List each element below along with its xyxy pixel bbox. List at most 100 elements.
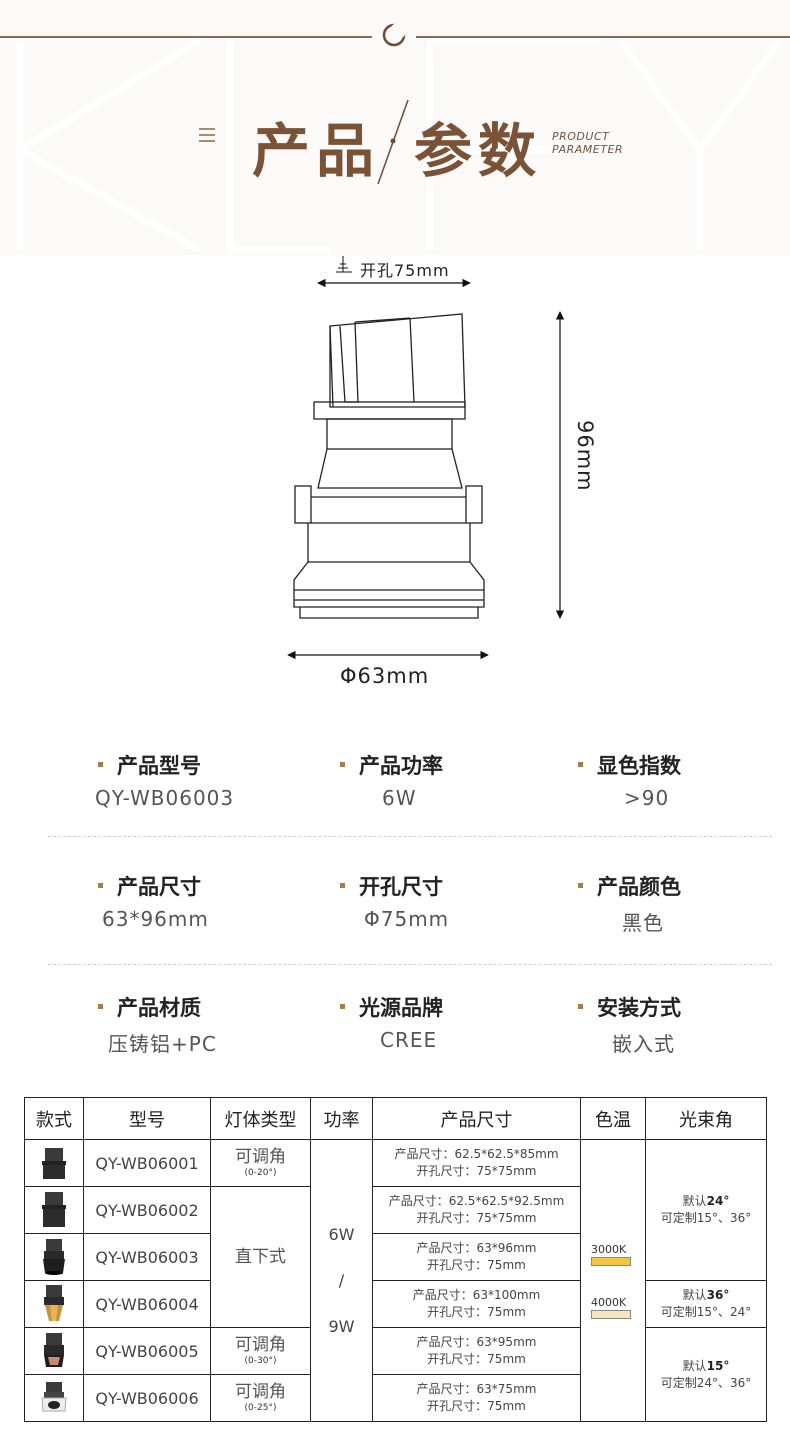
title-left: 产品 (252, 117, 381, 185)
round-rosegold-lamp-icon (44, 1333, 64, 1367)
size-cell: 产品尺寸：62.5*62.5*92.5mm 开孔尺寸：75*75mm (372, 1186, 581, 1234)
spec-value: CREE (380, 1028, 438, 1052)
round-white-lamp-icon (41, 1382, 67, 1412)
size-line1: 产品尺寸：63*95mm (416, 1335, 537, 1349)
header-rule-right (416, 36, 790, 38)
type-main: 直下式 (235, 1247, 286, 1267)
header-cct: 色温 (580, 1097, 646, 1140)
lamp-outline-drawing (293, 313, 485, 619)
table-row: QY-WB06005 可调角 (0-30°) 产品尺寸：63*95mm 开孔尺寸… (24, 1327, 767, 1422)
bullet-icon (98, 761, 103, 767)
size-line2: 开孔尺寸：75mm (427, 1352, 526, 1366)
title-menu-icon (199, 128, 215, 146)
table-row: QY-WB06004 产品尺寸：63*100mm 开孔尺寸：75mm 默认36°… (24, 1280, 767, 1328)
type-cell: 可调角 (0-20°) (210, 1139, 311, 1187)
bullet-icon (340, 1003, 345, 1009)
cct-label: 4000K (591, 1295, 627, 1309)
spec-row-3: 产品材质 压铸铝+PC 光源品牌 CREE 安装方式 嵌入式 (0, 992, 790, 1112)
spec-value: 黑色 (622, 911, 664, 935)
bullet-icon (98, 882, 103, 888)
size-line1: 产品尺寸：63*100mm (412, 1288, 541, 1302)
table-header-row: 款式 型号 灯体类型 功率 产品尺寸 色温 光束角 (24, 1097, 767, 1140)
spec-value: 63*96mm (102, 907, 209, 931)
header-beam: 光束角 (645, 1097, 767, 1140)
type-cell: 可调角 (0-30°) (210, 1327, 311, 1375)
style-cell (24, 1233, 84, 1281)
round-gold-lamp-icon (44, 1285, 64, 1321)
hole-saw-icon (336, 256, 352, 273)
cct-4000k: 4000K (591, 1296, 635, 1319)
spec-row-2: 产品尺寸 63*96mm 开孔尺寸 Φ75mm 产品颜色 黑色 (0, 871, 790, 991)
type-main: 可调角 (235, 1147, 286, 1167)
size-line2: 开孔尺寸：75mm (427, 1305, 526, 1319)
model-cell: QY-WB06005 (83, 1327, 211, 1375)
power-line1: 6W (328, 1224, 355, 1244)
spec-divider (48, 964, 772, 965)
cct-label: 3000K (591, 1242, 627, 1256)
model-cell: QY-WB06002 (83, 1186, 211, 1234)
size-line2: 开孔尺寸：75mm (427, 1258, 526, 1272)
table-row: QY-WB06001 可调角 (0-20°) 6W / 9W 产品尺寸：62.5… (24, 1139, 767, 1422)
diameter-dimension-label: Φ63mm (340, 664, 430, 688)
size-cell: 产品尺寸：63*95mm 开孔尺寸：75mm (372, 1327, 581, 1375)
header-banner: 产品 参数 PRODUCT PARAMETER (0, 0, 790, 255)
header-background-pattern (16, 36, 783, 254)
bullet-icon (98, 1003, 103, 1009)
cct-3000k: 3000K (591, 1243, 635, 1266)
header-style: 款式 (24, 1097, 84, 1140)
size-line1: 产品尺寸：63*96mm (416, 1241, 537, 1255)
header-size: 产品尺寸 (372, 1097, 581, 1140)
beam-default-prefix: 默认 (682, 1194, 707, 1208)
beam-cell: 默认24° 可定制15°、36° (645, 1139, 767, 1281)
spec-label: 光源品牌 (359, 996, 443, 1020)
table-row: QY-WB06003 产品尺寸：63*96mm 开孔尺寸：75mm (24, 1233, 767, 1281)
spec-label: 产品功率 (359, 754, 443, 778)
size-line2: 开孔尺寸：75*75mm (416, 1164, 537, 1178)
type-sub: (0-25°) (244, 1403, 277, 1413)
cct-cell: 3000K 4000K (580, 1139, 646, 1422)
style-cell (24, 1374, 84, 1422)
spec-label: 显色指数 (597, 754, 681, 778)
table-row: QY-WB06006 可调角 (0-25°) 产品尺寸：63*75mm 开孔尺寸… (24, 1374, 767, 1422)
header-power: 功率 (310, 1097, 373, 1140)
title-en-line1: PRODUCT (552, 130, 610, 143)
beam-cell: 默认15° 可定制24°、36° (645, 1327, 767, 1422)
size-cell: 产品尺寸：63*100mm 开孔尺寸：75mm (372, 1280, 581, 1328)
beam-default-value: 15° (706, 1358, 730, 1373)
crescent-moon-icon (382, 23, 406, 47)
height-dimension-label: 96mm (573, 420, 597, 492)
header-rule-left (0, 36, 372, 38)
header-model: 型号 (83, 1097, 211, 1140)
size-line1: 产品尺寸：63*75mm (416, 1382, 537, 1396)
title-en-line2: PARAMETER (552, 143, 624, 156)
spec-value: 嵌入式 (612, 1032, 675, 1056)
model-cell: QY-WB06004 (83, 1280, 211, 1328)
beam-default-value: 24° (706, 1194, 730, 1208)
size-cell: 产品尺寸：62.5*62.5*85mm 开孔尺寸：75*75mm (372, 1139, 581, 1187)
type-cell: 可调角 (0-25°) (210, 1374, 311, 1422)
beam-default-value: 36° (706, 1288, 730, 1302)
round-black-lamp-icon (43, 1239, 65, 1275)
spec-divider (48, 836, 772, 837)
power-line2: / (338, 1270, 345, 1290)
spec-label: 产品型号 (117, 754, 201, 778)
size-cell: 产品尺寸：63*96mm 开孔尺寸：75mm (372, 1233, 581, 1281)
size-line1: 产品尺寸：62.5*62.5*92.5mm (388, 1194, 565, 1208)
power-line3: 9W (328, 1316, 355, 1336)
bullet-icon (578, 761, 583, 767)
model-cell: QY-WB06006 (83, 1374, 211, 1422)
spec-value: >90 (624, 786, 670, 810)
title-slash-divider (377, 99, 409, 185)
beam-custom: 可定制24°、36° (660, 1375, 752, 1390)
table-row: QY-WB06002 直下式 产品尺寸：62.5*62.5*92.5mm 开孔尺… (24, 1186, 767, 1328)
model-comparison-table: 款式 型号 灯体类型 功率 产品尺寸 色温 光束角 QY-WB06001 可调角… (24, 1097, 767, 1422)
size-line2: 开孔尺寸：75mm (427, 1399, 526, 1413)
beam-cell: 默认36° 可定制15°、24° (645, 1280, 767, 1328)
square-black-deep-lamp-icon (42, 1192, 66, 1227)
size-cell: 产品尺寸：63*75mm 开孔尺寸：75mm (372, 1374, 581, 1422)
spec-value: 6W (382, 786, 417, 810)
title-english: PRODUCT PARAMETER (552, 130, 623, 156)
style-cell (24, 1186, 84, 1234)
product-dimension-diagram (287, 256, 565, 660)
spec-label: 产品尺寸 (117, 875, 201, 899)
